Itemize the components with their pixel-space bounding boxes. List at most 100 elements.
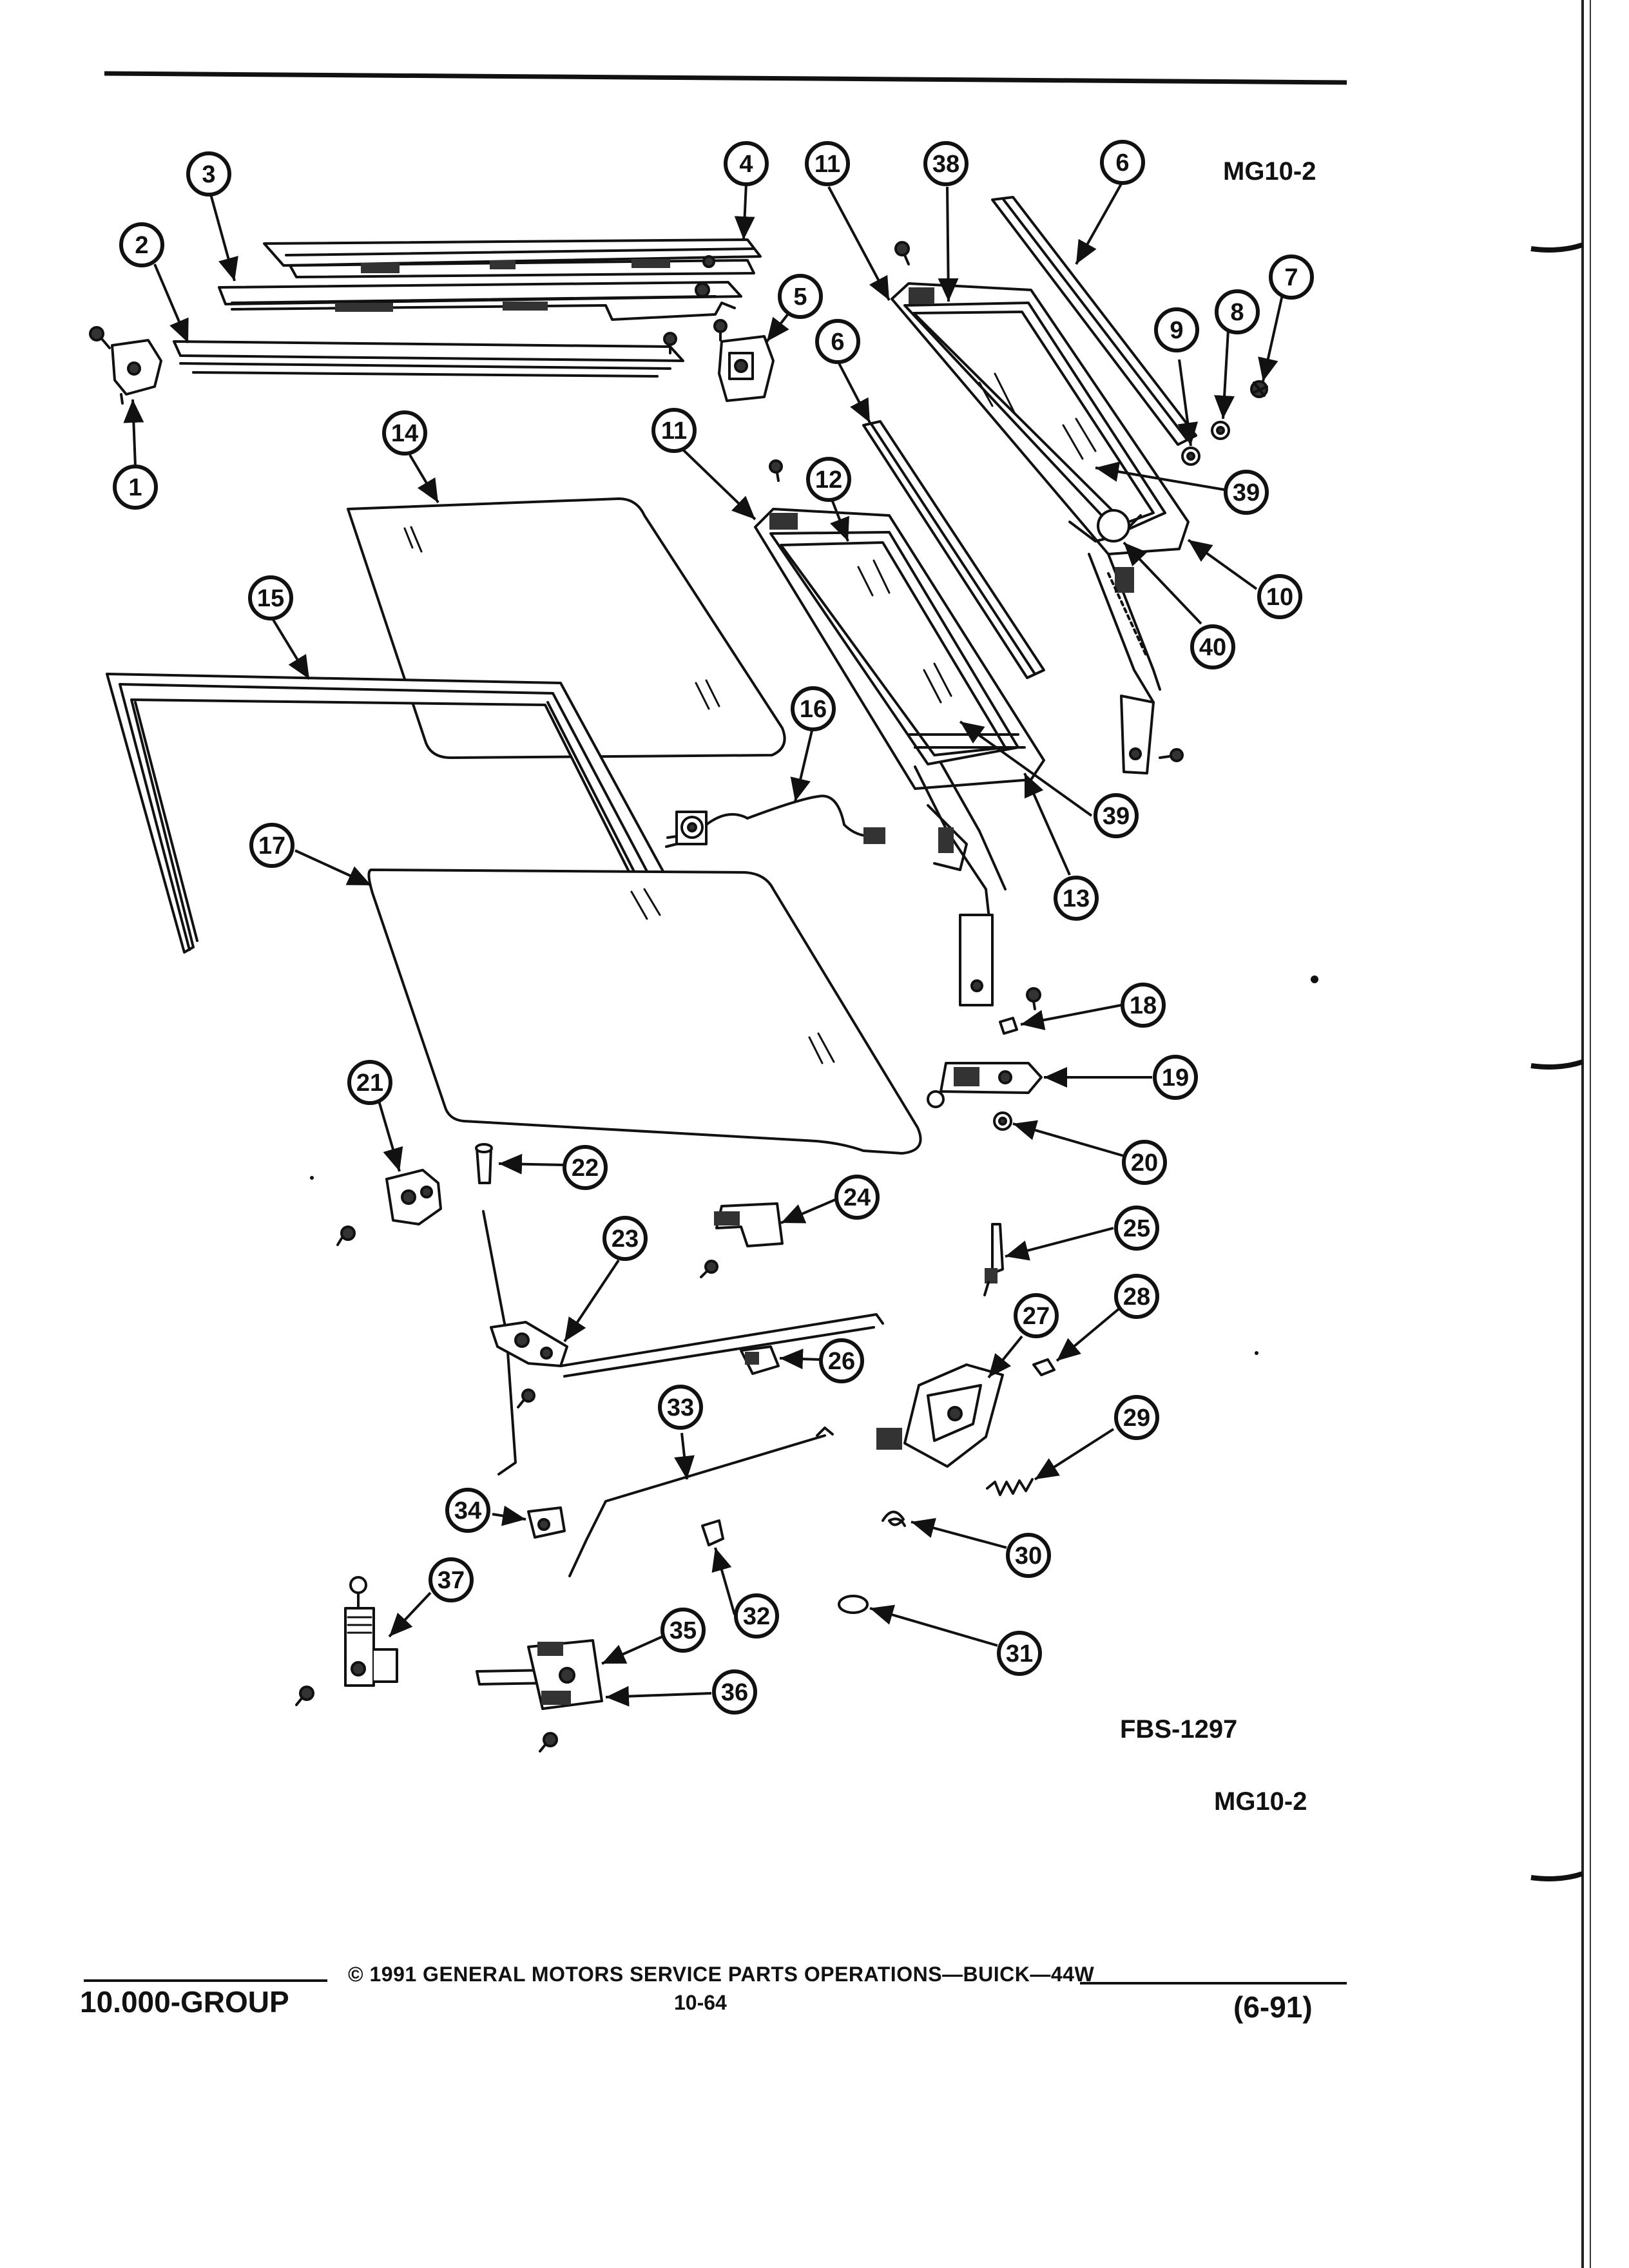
callout-circle <box>997 1631 1042 1676</box>
callout-12: 12 <box>806 457 851 502</box>
callout-number: 2 <box>135 232 148 259</box>
callout-33: 33 <box>658 1385 703 1430</box>
leader-37 <box>388 1591 432 1638</box>
callout-number: 7 <box>1284 264 1298 291</box>
leader-11a <box>827 186 891 301</box>
footer-date-code: (6-91) <box>1233 1990 1313 2024</box>
callout-11b: 11 <box>651 408 697 453</box>
callout-number: 11 <box>661 418 687 445</box>
callout-circle <box>1054 876 1099 921</box>
leader-18 <box>1020 1004 1122 1030</box>
callout-circle <box>1153 1055 1198 1100</box>
callout-13: 13 <box>1054 876 1099 921</box>
catalog-code-bottom: MG10-2 <box>1214 1787 1307 1816</box>
callout-8: 8 <box>1215 289 1260 334</box>
leader-26 <box>779 1349 820 1370</box>
callout-21: 21 <box>347 1060 392 1105</box>
screw <box>517 1389 535 1408</box>
part-regulator-rod <box>482 1210 884 1475</box>
callout-number: 12 <box>815 466 842 494</box>
callout-1: 1 <box>113 465 158 510</box>
callout-37: 37 <box>429 1557 474 1602</box>
callout-32: 32 <box>734 1593 779 1639</box>
screw <box>295 1686 314 1706</box>
callout-circle <box>1224 470 1269 515</box>
part-window-seal <box>106 673 697 955</box>
callout-20: 20 <box>1122 1140 1167 1185</box>
callout-9: 9 <box>1154 307 1199 352</box>
leader-17 <box>294 849 372 887</box>
screw <box>700 1260 718 1278</box>
leader-9 <box>1177 359 1199 447</box>
callout-35: 35 <box>660 1608 706 1653</box>
callout-22: 22 <box>563 1145 608 1190</box>
callout-number: 34 <box>454 1497 481 1524</box>
callout-16: 16 <box>791 686 836 731</box>
leader-11b <box>682 448 757 521</box>
callout-19: 19 <box>1153 1055 1198 1100</box>
part-pin <box>475 1143 493 1184</box>
callout-circle <box>660 1608 706 1653</box>
leader-5 <box>766 312 790 343</box>
binding-mark <box>1530 242 1584 253</box>
callout-circle <box>248 575 293 620</box>
callout-27: 27 <box>1014 1293 1059 1338</box>
callout-circle <box>734 1593 779 1639</box>
callout-number: 36 <box>721 1679 748 1706</box>
callout-number: 33 <box>667 1394 694 1421</box>
callout-circle <box>815 319 860 364</box>
callout-number: 19 <box>1162 1064 1189 1091</box>
part-nut <box>927 1090 945 1108</box>
leader-23 <box>563 1259 620 1343</box>
callout-number: 38 <box>932 151 959 178</box>
part-window-motor-cable <box>665 794 885 848</box>
callout-circle <box>651 408 697 453</box>
callout-number: 27 <box>1023 1303 1050 1330</box>
screw <box>1159 748 1184 762</box>
callout-number: 23 <box>612 1225 639 1253</box>
callout-circle <box>1100 140 1145 185</box>
callout-circle <box>834 1175 880 1220</box>
leader-13 <box>1023 773 1071 876</box>
callout-circle <box>1154 307 1199 352</box>
leader-32 <box>711 1547 736 1615</box>
leader-16 <box>790 730 813 802</box>
callout-39a: 39 <box>1224 470 1269 515</box>
callout-number: 11 <box>815 151 840 178</box>
callout-number: 1 <box>128 474 142 501</box>
callout-circle <box>1269 255 1314 300</box>
callout-number: 13 <box>1063 885 1090 912</box>
footer-copyright: © 1991 GENERAL MOTORS SERVICE PARTS OPER… <box>348 1963 1095 1986</box>
callout-circle <box>445 1488 490 1533</box>
leader-22 <box>498 1153 564 1175</box>
callout-number: 8 <box>1230 299 1244 326</box>
leader-31 <box>869 1604 998 1647</box>
leader-25 <box>1005 1227 1114 1261</box>
part-latch <box>940 1062 1043 1094</box>
part-hinge <box>385 1169 442 1225</box>
callout-number: 21 <box>356 1070 383 1097</box>
screw <box>1026 987 1041 1010</box>
callout-2: 2 <box>119 222 164 267</box>
screw <box>89 326 111 349</box>
leader-10 <box>1187 539 1258 590</box>
callout-10: 10 <box>1257 574 1302 619</box>
callout-number: 14 <box>391 420 418 447</box>
callout-circle <box>778 274 823 319</box>
part-guide-clip <box>714 1202 784 1247</box>
callout-31: 31 <box>997 1631 1042 1676</box>
callout-circle <box>1114 1395 1159 1440</box>
callout-11a: 11 <box>805 141 850 186</box>
part-lock-actuator <box>344 1576 398 1687</box>
callout-3: 3 <box>186 151 231 197</box>
leader-15 <box>272 619 311 680</box>
callout-number: 6 <box>1115 149 1129 177</box>
callout-number: 15 <box>257 585 284 612</box>
callout-number: 24 <box>843 1184 871 1211</box>
callout-number: 30 <box>1015 1542 1042 1570</box>
callout-circle <box>923 141 969 186</box>
callout-circle <box>382 410 427 456</box>
part-lock-assembly <box>876 1363 1004 1468</box>
callout-number: 22 <box>572 1155 599 1182</box>
